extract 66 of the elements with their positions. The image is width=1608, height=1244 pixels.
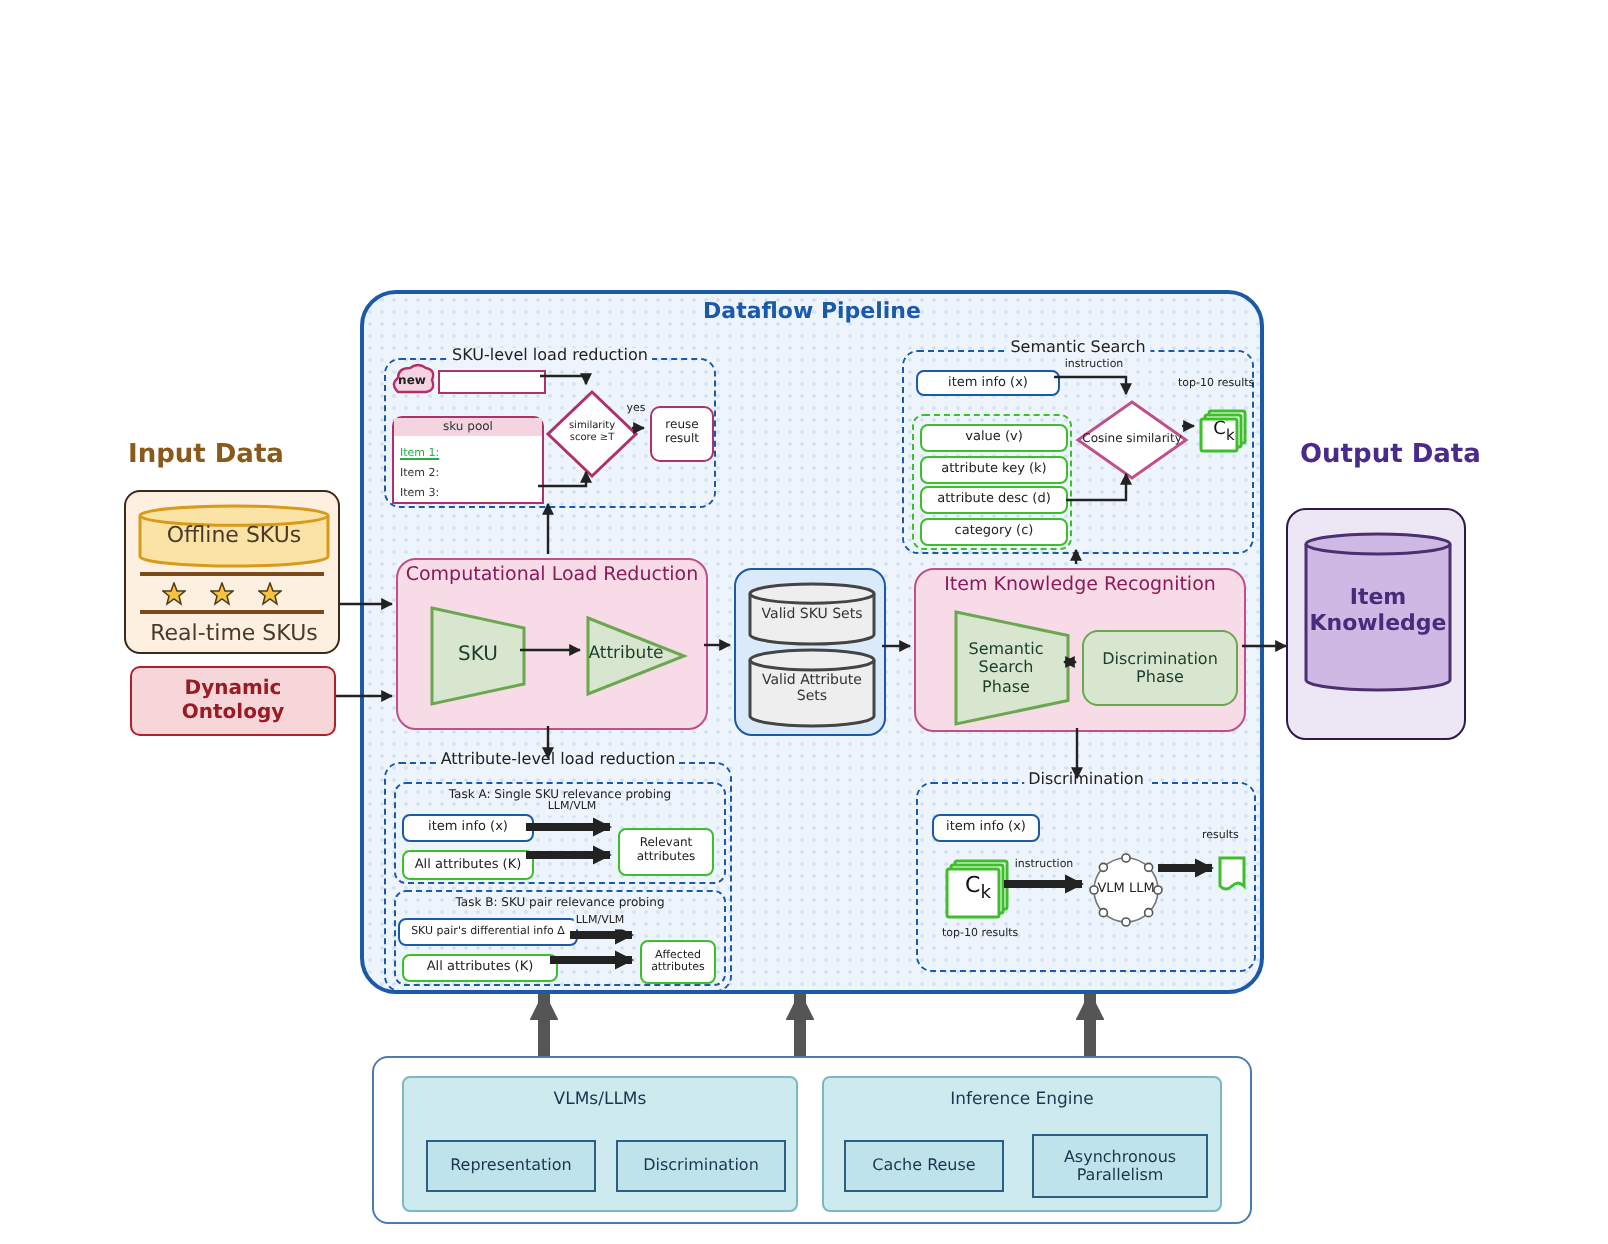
arrow: [540, 373, 592, 386]
candidate-stack: C$_{k}$: [946, 860, 1010, 920]
arrow: [1054, 375, 1132, 396]
arrow: [1062, 656, 1078, 668]
arrow: [340, 598, 394, 610]
arrow: [1075, 991, 1105, 1056]
phase-box: Discrimination Phase: [1082, 630, 1238, 706]
arrow: [529, 991, 559, 1056]
database-cylinder: Offline SKUs: [138, 506, 330, 566]
input-panel: [124, 490, 340, 654]
database-cylinder: Item Knowledge: [1304, 534, 1452, 690]
arrow: [785, 991, 815, 1056]
attribute-group: [912, 414, 1072, 550]
panel-title: Inference Engine: [948, 1090, 1096, 1110]
section-heading: Output Data: [1300, 440, 1481, 470]
arrow: [526, 845, 612, 865]
data-source-label: Real-time SKUs: [134, 616, 334, 652]
panel-title: Computational Load Reduction: [403, 564, 701, 586]
trapezoid-block: Semantic Search Phase: [954, 610, 1070, 726]
arrow: [632, 422, 646, 434]
arrow: [1182, 420, 1196, 432]
arrow: [570, 925, 634, 945]
storage-panel: [734, 568, 886, 736]
arrow: [1066, 472, 1132, 502]
panel-title: Item Knowledge Recognition: [942, 574, 1218, 596]
arrow: [542, 502, 554, 554]
candidate-stack: C$_{k}$: [1200, 410, 1248, 454]
arrow: [520, 644, 582, 656]
trapezoid-block: SKU: [430, 606, 526, 706]
output-panel: [1286, 508, 1466, 740]
input-item-box: [438, 370, 546, 394]
section-title: Attribute-level load reduction: [436, 752, 680, 770]
group-panel: [402, 1076, 798, 1212]
group-panel: [822, 1076, 1222, 1212]
arrow: [1071, 728, 1083, 780]
section-title: Discrimination: [1024, 772, 1148, 790]
document-icon: [1218, 856, 1246, 892]
arrow: [882, 640, 912, 652]
arrow: [542, 726, 554, 760]
arrow: [1242, 640, 1288, 652]
section-title: Semantic Search: [1006, 340, 1150, 358]
arrow: [526, 817, 612, 837]
section-title: SKU-level load reduction: [448, 348, 652, 366]
ontology-box: Dynamic Ontology: [130, 666, 336, 736]
section-heading: Input Data: [128, 440, 284, 470]
arrow: [1004, 874, 1084, 894]
triangle-block: Attribute: [586, 616, 686, 696]
component-box: Cache Reuse: [844, 1140, 1004, 1192]
sku-pool-card: [392, 416, 544, 504]
arrow: [538, 470, 592, 488]
pipeline-panel: [360, 290, 1264, 994]
module-panel: [914, 568, 1246, 732]
arrow: [550, 950, 634, 970]
module-panel: [396, 558, 708, 730]
panel-title: Dataflow Pipeline: [701, 298, 923, 324]
component-box: Representation: [426, 1140, 596, 1192]
infrastructure-panel: [372, 1056, 1252, 1224]
arrow: [1070, 548, 1082, 564]
panel-title: VLMs/LLMs: [551, 1090, 649, 1110]
component-box: Asynchronous Parallelism: [1032, 1134, 1208, 1198]
arrow: [336, 690, 394, 702]
component-box: Discrimination: [616, 1140, 786, 1192]
task-section: [394, 782, 726, 884]
arrow: [1158, 858, 1214, 878]
task-section: [394, 890, 726, 986]
arrow: [704, 639, 732, 651]
